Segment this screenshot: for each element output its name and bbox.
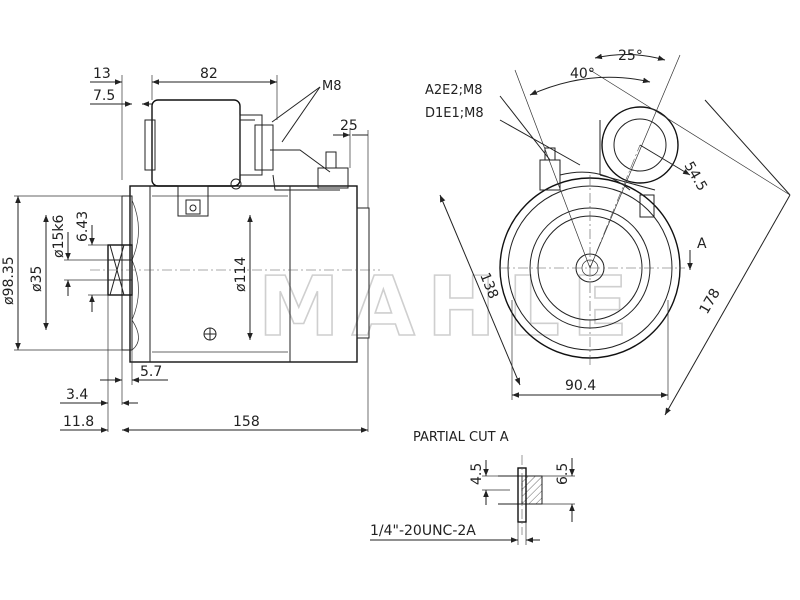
dim-6-43: 6.43 bbox=[75, 211, 91, 242]
dim-11-8: 11.8 bbox=[63, 414, 94, 430]
dim-3-4: 3.4 bbox=[66, 387, 88, 403]
dim-6-5: 6.5 bbox=[555, 463, 571, 485]
partial-cut-title: PARTIAL CUT A bbox=[413, 430, 509, 445]
side-view: 13 82 7.5 M8 25 ø98.35 ø15k6 6.43 ø35 ø1… bbox=[1, 66, 380, 433]
label-m8-side: M8 bbox=[322, 79, 342, 94]
dim-114: ø114 bbox=[233, 257, 249, 292]
dim-5-7: 5.7 bbox=[140, 364, 162, 380]
thread-spec: 1/4"-20UNC-2A bbox=[370, 523, 476, 539]
solenoid-end bbox=[601, 106, 679, 184]
dim-35: ø35 bbox=[29, 266, 45, 292]
partial-cut-view: PARTIAL CUT A 4.5 6.5 1/4"-20UNC-2A bbox=[370, 430, 575, 545]
dim-98-35: ø98.35 bbox=[1, 256, 17, 305]
dim-82: 82 bbox=[200, 66, 218, 82]
cut-hatch-block bbox=[521, 475, 543, 505]
dim-90-4: 90.4 bbox=[565, 378, 596, 394]
label-a2e2: A2E2;M8 bbox=[425, 83, 483, 98]
dim-15k6: ø15k6 bbox=[51, 215, 67, 258]
dim-25: 25 bbox=[340, 118, 358, 134]
dim-158: 158 bbox=[233, 414, 260, 430]
watermark: MAHLE bbox=[258, 260, 640, 355]
dim-54-5: 54.5 bbox=[681, 159, 710, 194]
angle-25: 25° bbox=[618, 48, 643, 64]
dim-13: 13 bbox=[93, 66, 111, 82]
dim-7-5: 7.5 bbox=[93, 88, 115, 104]
end-view: A2E2;M8 D1E1;M8 40° 25° 54.5 138 178 90.… bbox=[425, 48, 791, 416]
label-d1e1: D1E1;M8 bbox=[425, 106, 484, 121]
solenoid bbox=[151, 99, 241, 187]
dim-178: 178 bbox=[697, 286, 724, 317]
section-marker-a: A bbox=[697, 236, 707, 252]
dim-4-5: 4.5 bbox=[469, 463, 485, 485]
angle-40: 40° bbox=[570, 66, 595, 82]
